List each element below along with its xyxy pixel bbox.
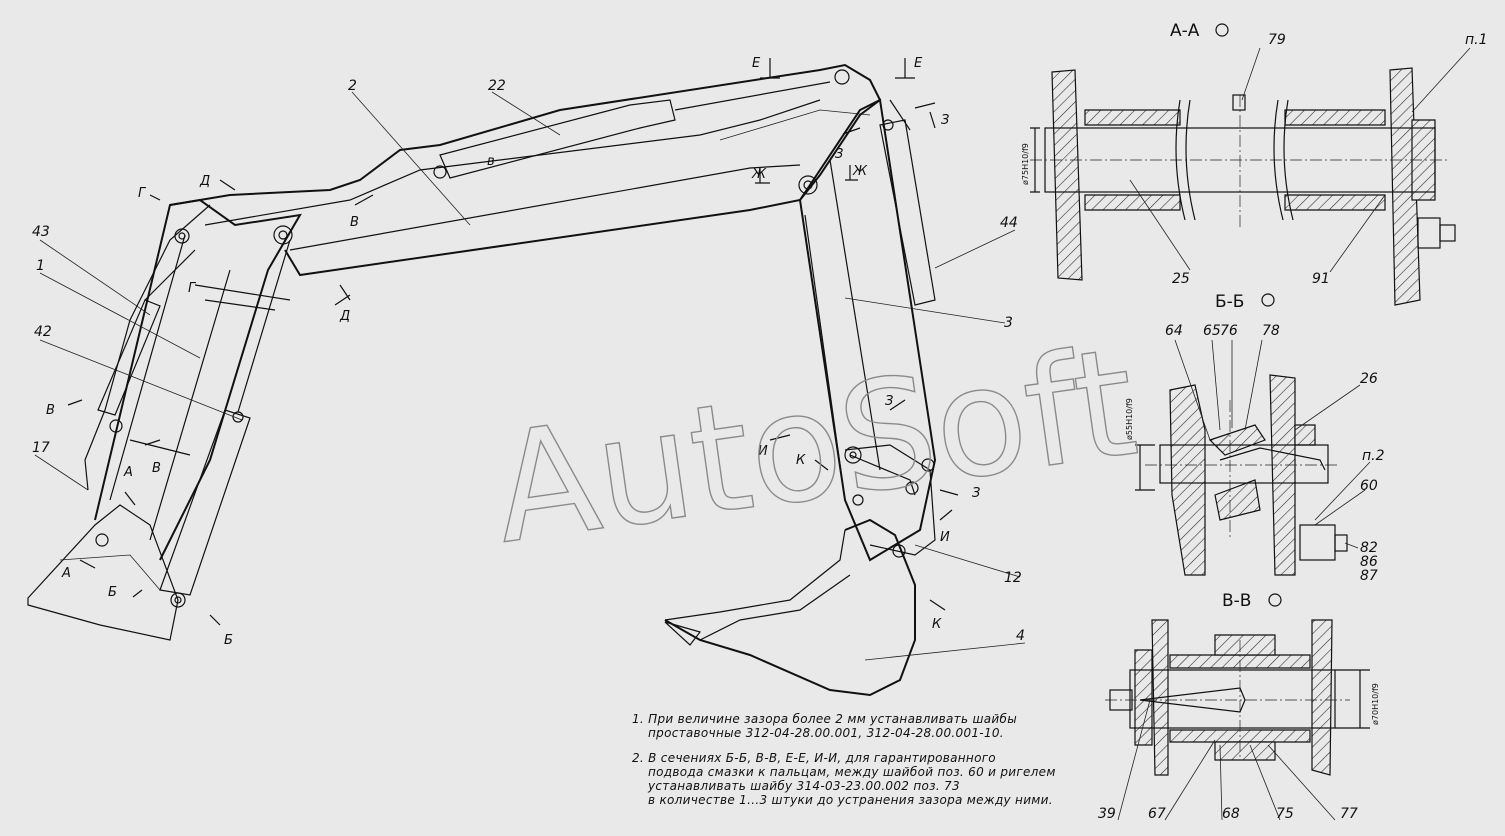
svg-text:Б: Б — [108, 585, 117, 600]
section-vv: В-В ø70H10/f9 39 67 68 75 77 — [1098, 591, 1380, 822]
svg-text:З: З — [972, 486, 980, 501]
callout-64: 64 — [1165, 323, 1183, 339]
callout-87: 87 — [1360, 568, 1378, 584]
svg-text:В: В — [152, 461, 161, 476]
svg-text:И: И — [758, 444, 768, 459]
svg-text:В: В — [46, 403, 55, 418]
callout-12: 12 — [1004, 570, 1022, 586]
callout-65: 65 — [1203, 323, 1221, 339]
svg-text:Е: Е — [914, 56, 923, 71]
svg-text:К: К — [796, 453, 806, 468]
callout-17: 17 — [32, 440, 50, 456]
svg-text:А: А — [123, 465, 133, 480]
callout-75: 75 — [1276, 806, 1294, 822]
callout-78: 78 — [1262, 323, 1280, 339]
callout-68: 68 — [1222, 806, 1240, 822]
svg-text:Г: Г — [188, 281, 197, 296]
dim-bb: ø55H10/f9 — [1125, 398, 1134, 440]
svg-text:В: В — [350, 215, 359, 230]
callout-26: 26 — [1360, 371, 1378, 387]
callout-1: 1 — [36, 258, 45, 274]
svg-text:Д: Д — [339, 309, 350, 324]
callout-25: 25 — [1172, 271, 1190, 287]
svg-text:Б: Б — [224, 633, 233, 648]
callout-60: 60 — [1360, 478, 1378, 494]
callout-22: 22 — [488, 78, 506, 94]
section-aa-title: А-А — [1170, 21, 1200, 41]
svg-text:А: А — [61, 566, 71, 581]
svg-text:Д: Д — [199, 174, 210, 189]
section-vv-title: В-В — [1222, 591, 1251, 611]
callout-2: 2 — [348, 78, 357, 94]
svg-text:З: З — [941, 113, 949, 128]
svg-text:З: З — [835, 147, 843, 162]
callout-p1: п.1 — [1465, 32, 1488, 48]
dim-vv: ø70H10/f9 — [1371, 683, 1380, 725]
section-cut-letters: Е Е З З З З Ж Ж Г Г Д Д В в В В А А Б Б … — [46, 56, 980, 648]
watermark: AutoSoft — [484, 316, 1146, 578]
note-2-line-3: устанавливать шайбу 314-03-23.00.002 поз… — [647, 779, 960, 793]
note-2-line-4: в количестве 1...3 штуки до устранения з… — [648, 793, 1053, 807]
svg-text:Ж: Ж — [751, 167, 767, 182]
note-2-line-2: подвода смазки к пальцам, между шайбой п… — [648, 765, 1056, 779]
note-1-line-1: 1. При величине зазора более 2 мм устана… — [632, 712, 1017, 726]
callout-82: 82 — [1360, 540, 1378, 556]
callout-42: 42 — [34, 324, 52, 340]
main-callouts: 2 22 43 1 42 17 44 3 12 4 — [32, 78, 1025, 644]
svg-text:в: в — [487, 154, 495, 169]
dim-aa: ø75H10/f9 — [1021, 143, 1030, 185]
callout-3: 3 — [1004, 315, 1013, 331]
callout-91: 91 — [1312, 271, 1330, 287]
callout-86: 86 — [1360, 554, 1378, 570]
excavator-arm-drawing — [27, 58, 1026, 697]
callout-76: 76 — [1220, 323, 1238, 339]
callout-77: 77 — [1340, 806, 1358, 822]
callout-4: 4 — [1016, 628, 1025, 644]
svg-text:Е: Е — [752, 56, 761, 71]
callout-79: 79 — [1268, 32, 1286, 48]
svg-text:Г: Г — [138, 186, 147, 201]
callout-p2: п.2 — [1362, 448, 1385, 464]
section-bb-title: Б-Б — [1215, 292, 1244, 312]
svg-text:И: И — [940, 530, 950, 545]
callout-67: 67 — [1148, 806, 1166, 822]
svg-text:З: З — [885, 394, 893, 409]
callout-39: 39 — [1098, 806, 1116, 822]
technical-notes: 1. При величине зазора более 2 мм устана… — [632, 712, 1056, 807]
note-2-line-1: 2. В сечениях Б-Б, В-В, Е-Е, И-И, для га… — [632, 751, 996, 765]
section-bb: Б-Б ø55H10/f9 64 65 76 78 26 п.2 60 — [1125, 292, 1385, 584]
callout-44: 44 — [1000, 215, 1018, 231]
svg-text:К: К — [932, 617, 942, 632]
note-1-line-2: проставочные 312-04-28.00.001, 312-04-28… — [648, 726, 1004, 740]
svg-text:Ж: Ж — [852, 164, 868, 179]
callout-43: 43 — [32, 224, 50, 240]
section-aa: А-А ø75H10/f9 79 п.1 25 91 — [1021, 21, 1488, 306]
